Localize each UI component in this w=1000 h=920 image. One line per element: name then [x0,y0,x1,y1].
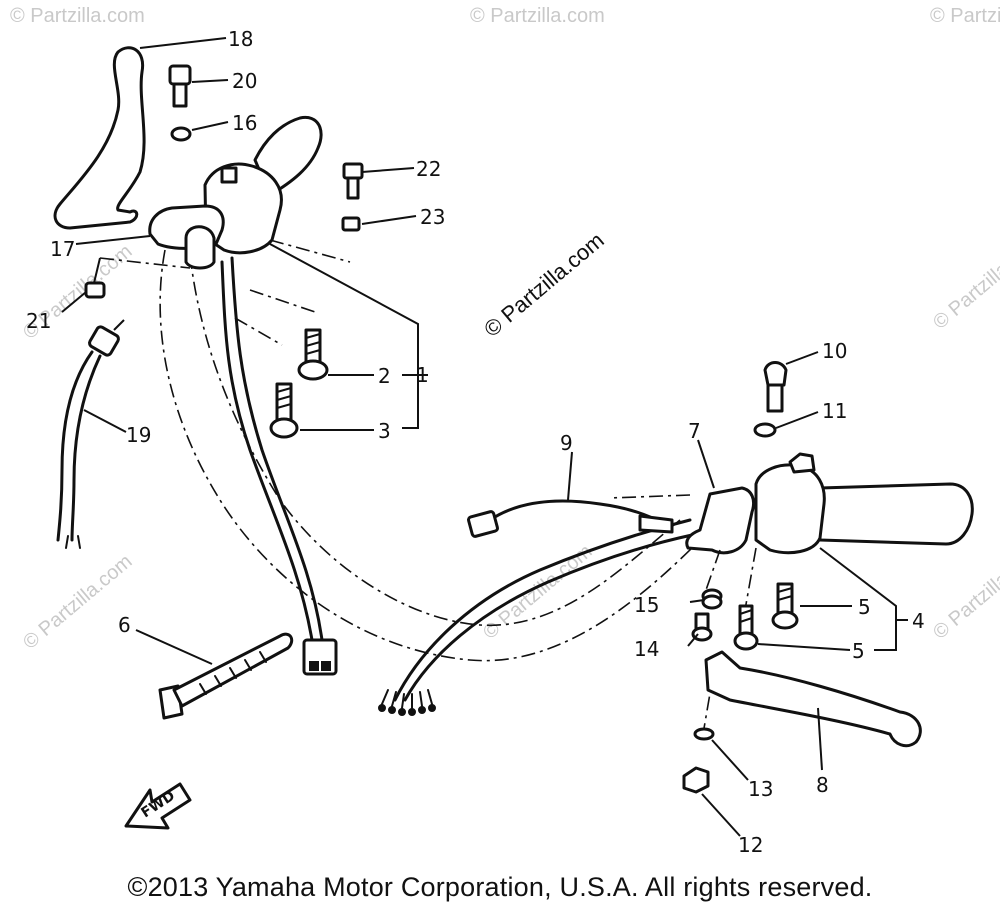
bolt-20 [168,64,192,108]
callout-9: 9 [560,431,573,455]
wire-lead-9 [467,499,674,538]
bolt-14 [691,612,713,642]
callout-19: 19 [126,423,151,447]
lever-bracket-7 [685,486,756,555]
brake-lever-8 [704,650,922,748]
callout-5: 5 [852,639,865,663]
cable-tie-6 [158,632,294,720]
callout-11: 11 [822,399,847,423]
callout-13: 13 [748,777,773,801]
leader-lines [61,37,908,837]
dash-line [744,547,757,611]
callout-21: 21 [26,309,51,333]
leader [113,319,125,331]
callout-18: 18 [228,27,253,51]
fwd-arrow: FWD [124,782,192,830]
left-switch-wire [230,256,324,642]
callout-numbers: 1 2 3 4 5 5 6 7 8 9 10 11 12 13 14 15 16… [26,27,925,857]
copyright-notice: ©2013 Yamaha Motor Corporation, U.S.A. A… [127,872,873,902]
washer-16 [170,126,192,142]
parts-diagram: © Partzilla.com © Partzilla.com © Partzi… [10,5,1000,857]
left-wire-connector [302,638,338,676]
callout-4: 4 [912,609,925,633]
watermark-faint: © Partzilla.com [10,5,145,27]
callout-15: 15 [634,593,659,617]
callout-2: 2 [378,364,391,388]
handlebar-phantom [159,249,701,662]
screw-5-upper [771,582,799,630]
callout-12: 12 [738,833,763,857]
watermark-faint: © Partzilla.com [929,230,1000,333]
watermark-faint: © Partzilla.com [470,5,605,27]
switch-button [788,452,816,474]
callout-22: 22 [416,157,441,181]
harness-terminals [378,689,436,716]
screw-2 [297,328,329,381]
watermark-faint: © Partzilla.com [929,540,1000,643]
dash-line [99,257,191,269]
screw-5-lower [733,604,759,651]
callout-16: 16 [232,111,257,135]
brake-switch-19 [56,325,120,549]
handlebar-stub [184,225,216,270]
left-switch-wire [220,260,314,642]
dash-line [705,549,721,591]
nut-23 [341,216,361,232]
callout-8: 8 [816,773,829,797]
switch-button [220,166,238,184]
leader [93,257,101,284]
main-harness [403,533,694,702]
callout-23: 23 [420,205,445,229]
washer-13 [693,727,715,741]
nut-12 [682,766,710,794]
callout-3: 3 [378,419,391,443]
pivot-bolt-10 [763,361,788,413]
callout-17: 17 [50,237,75,261]
dash-line [234,317,283,346]
watermark-faint: © Partzilla.com [19,550,136,653]
left-switch-housing [203,162,283,255]
watermark-faint: © Partzilla.com [930,5,1000,27]
callout-1: 1 [416,363,429,387]
clip-21 [84,281,106,299]
callout-20: 20 [232,69,257,93]
callout-5: 5 [858,595,871,619]
dash-line [249,289,316,313]
spring-15 [701,588,723,610]
callout-10: 10 [822,339,847,363]
callout-6: 6 [118,613,131,637]
right-switch-housing [754,463,826,555]
dash-line [269,239,351,263]
bolt-22 [342,162,364,200]
callout-7: 7 [688,419,701,443]
watermark-main: © Partzilla.com [479,227,609,341]
screw-3 [269,382,299,439]
right-grip [818,482,974,546]
washer-11 [753,422,777,438]
choke-lever [53,46,146,230]
callout-14: 14 [634,637,659,661]
dash-line [609,494,691,499]
